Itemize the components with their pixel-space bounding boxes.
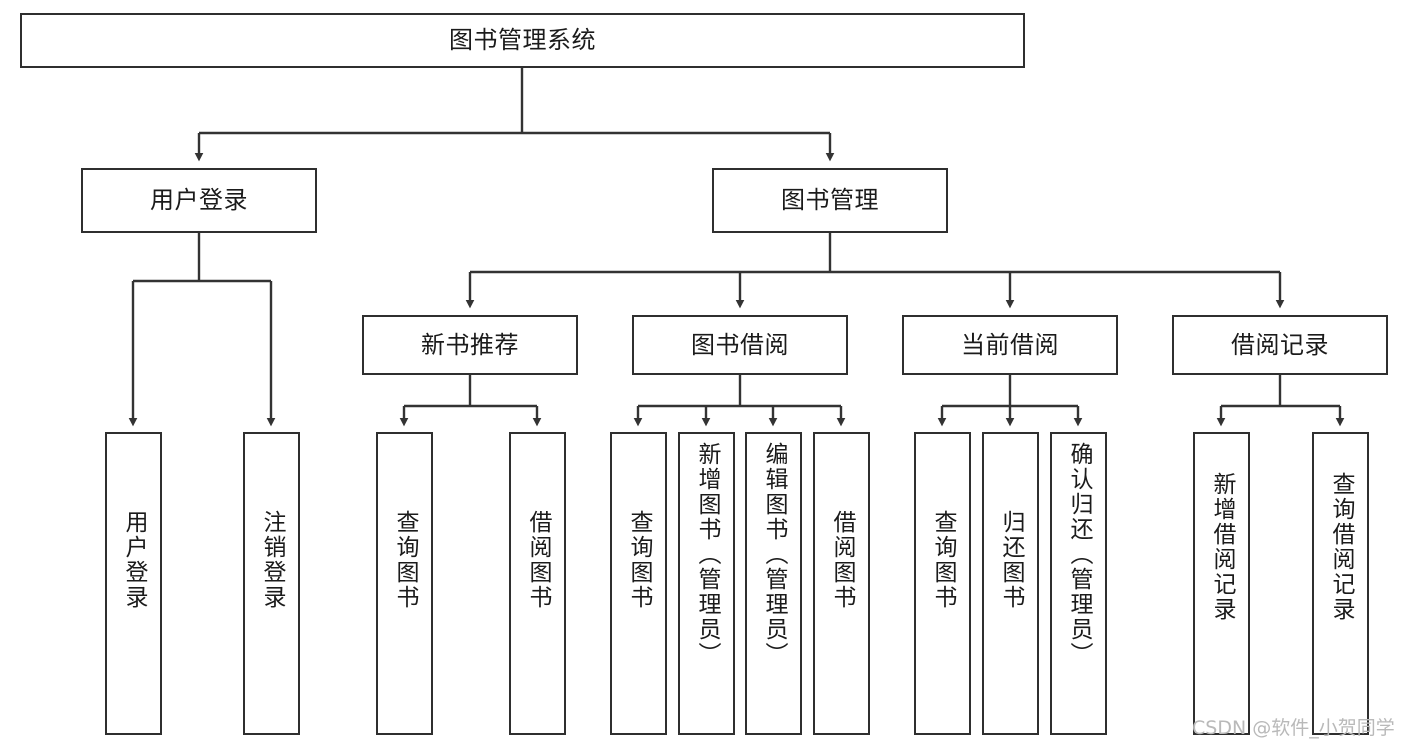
leaf-query-book-current[interactable]: 查询图书 xyxy=(914,432,971,735)
leaf-query-book-borrow[interactable]: 查询图书 xyxy=(610,432,667,735)
node-label: 新增图书（管理员） xyxy=(694,442,720,667)
leaf-user-login[interactable]: 用户登录 xyxy=(105,432,162,735)
node-label: 借阅图书 xyxy=(525,510,551,610)
node-label: 图书借阅 xyxy=(691,330,789,359)
leaf-query-book-newbook[interactable]: 查询图书 xyxy=(376,432,433,735)
node-label: 查询借阅记录 xyxy=(1328,472,1354,622)
node-label: 编辑图书（管理员） xyxy=(761,442,787,667)
node-label: 查询图书 xyxy=(626,510,652,610)
node-label: 查询图书 xyxy=(392,510,418,610)
node-book-borrowing[interactable]: 图书借阅 xyxy=(632,315,848,375)
node-root-book-management-system[interactable]: 图书管理系统 xyxy=(20,13,1025,68)
node-book-management[interactable]: 图书管理 xyxy=(712,168,948,233)
leaf-add-borrow-record[interactable]: 新增借阅记录 xyxy=(1193,432,1250,735)
node-label: 图书管理 xyxy=(781,186,879,215)
leaf-logout[interactable]: 注销登录 xyxy=(243,432,300,735)
node-label: 借阅记录 xyxy=(1231,330,1329,359)
leaf-borrow-book-newbook[interactable]: 借阅图书 xyxy=(509,432,566,735)
node-borrowing-record[interactable]: 借阅记录 xyxy=(1172,315,1388,375)
node-label: 图书管理系统 xyxy=(449,26,596,55)
leaf-confirm-return-admin[interactable]: 确认归还（管理员） xyxy=(1050,432,1107,735)
node-label: 当前借阅 xyxy=(961,330,1059,359)
leaf-borrow-book[interactable]: 借阅图书 xyxy=(813,432,870,735)
csdn-watermark: CSDN @软件_小贺同学 xyxy=(1192,717,1395,739)
node-label: 借阅图书 xyxy=(829,510,855,610)
node-new-book-recommendation[interactable]: 新书推荐 xyxy=(362,315,578,375)
node-label: 新书推荐 xyxy=(421,330,519,359)
node-user-login[interactable]: 用户登录 xyxy=(81,168,317,233)
node-label: 注销登录 xyxy=(259,510,285,610)
node-label: 用户登录 xyxy=(121,510,147,610)
leaf-add-book-admin[interactable]: 新增图书（管理员） xyxy=(678,432,735,735)
node-label: 新增借阅记录 xyxy=(1209,472,1235,622)
node-label: 查询图书 xyxy=(930,510,956,610)
leaf-edit-book-admin[interactable]: 编辑图书（管理员） xyxy=(745,432,802,735)
leaf-query-borrow-record[interactable]: 查询借阅记录 xyxy=(1312,432,1369,735)
node-current-borrowing[interactable]: 当前借阅 xyxy=(902,315,1118,375)
node-label: 归还图书 xyxy=(998,510,1024,610)
node-label: 确认归还（管理员） xyxy=(1066,442,1092,667)
leaf-return-book[interactable]: 归还图书 xyxy=(982,432,1039,735)
node-label: 用户登录 xyxy=(150,186,248,215)
